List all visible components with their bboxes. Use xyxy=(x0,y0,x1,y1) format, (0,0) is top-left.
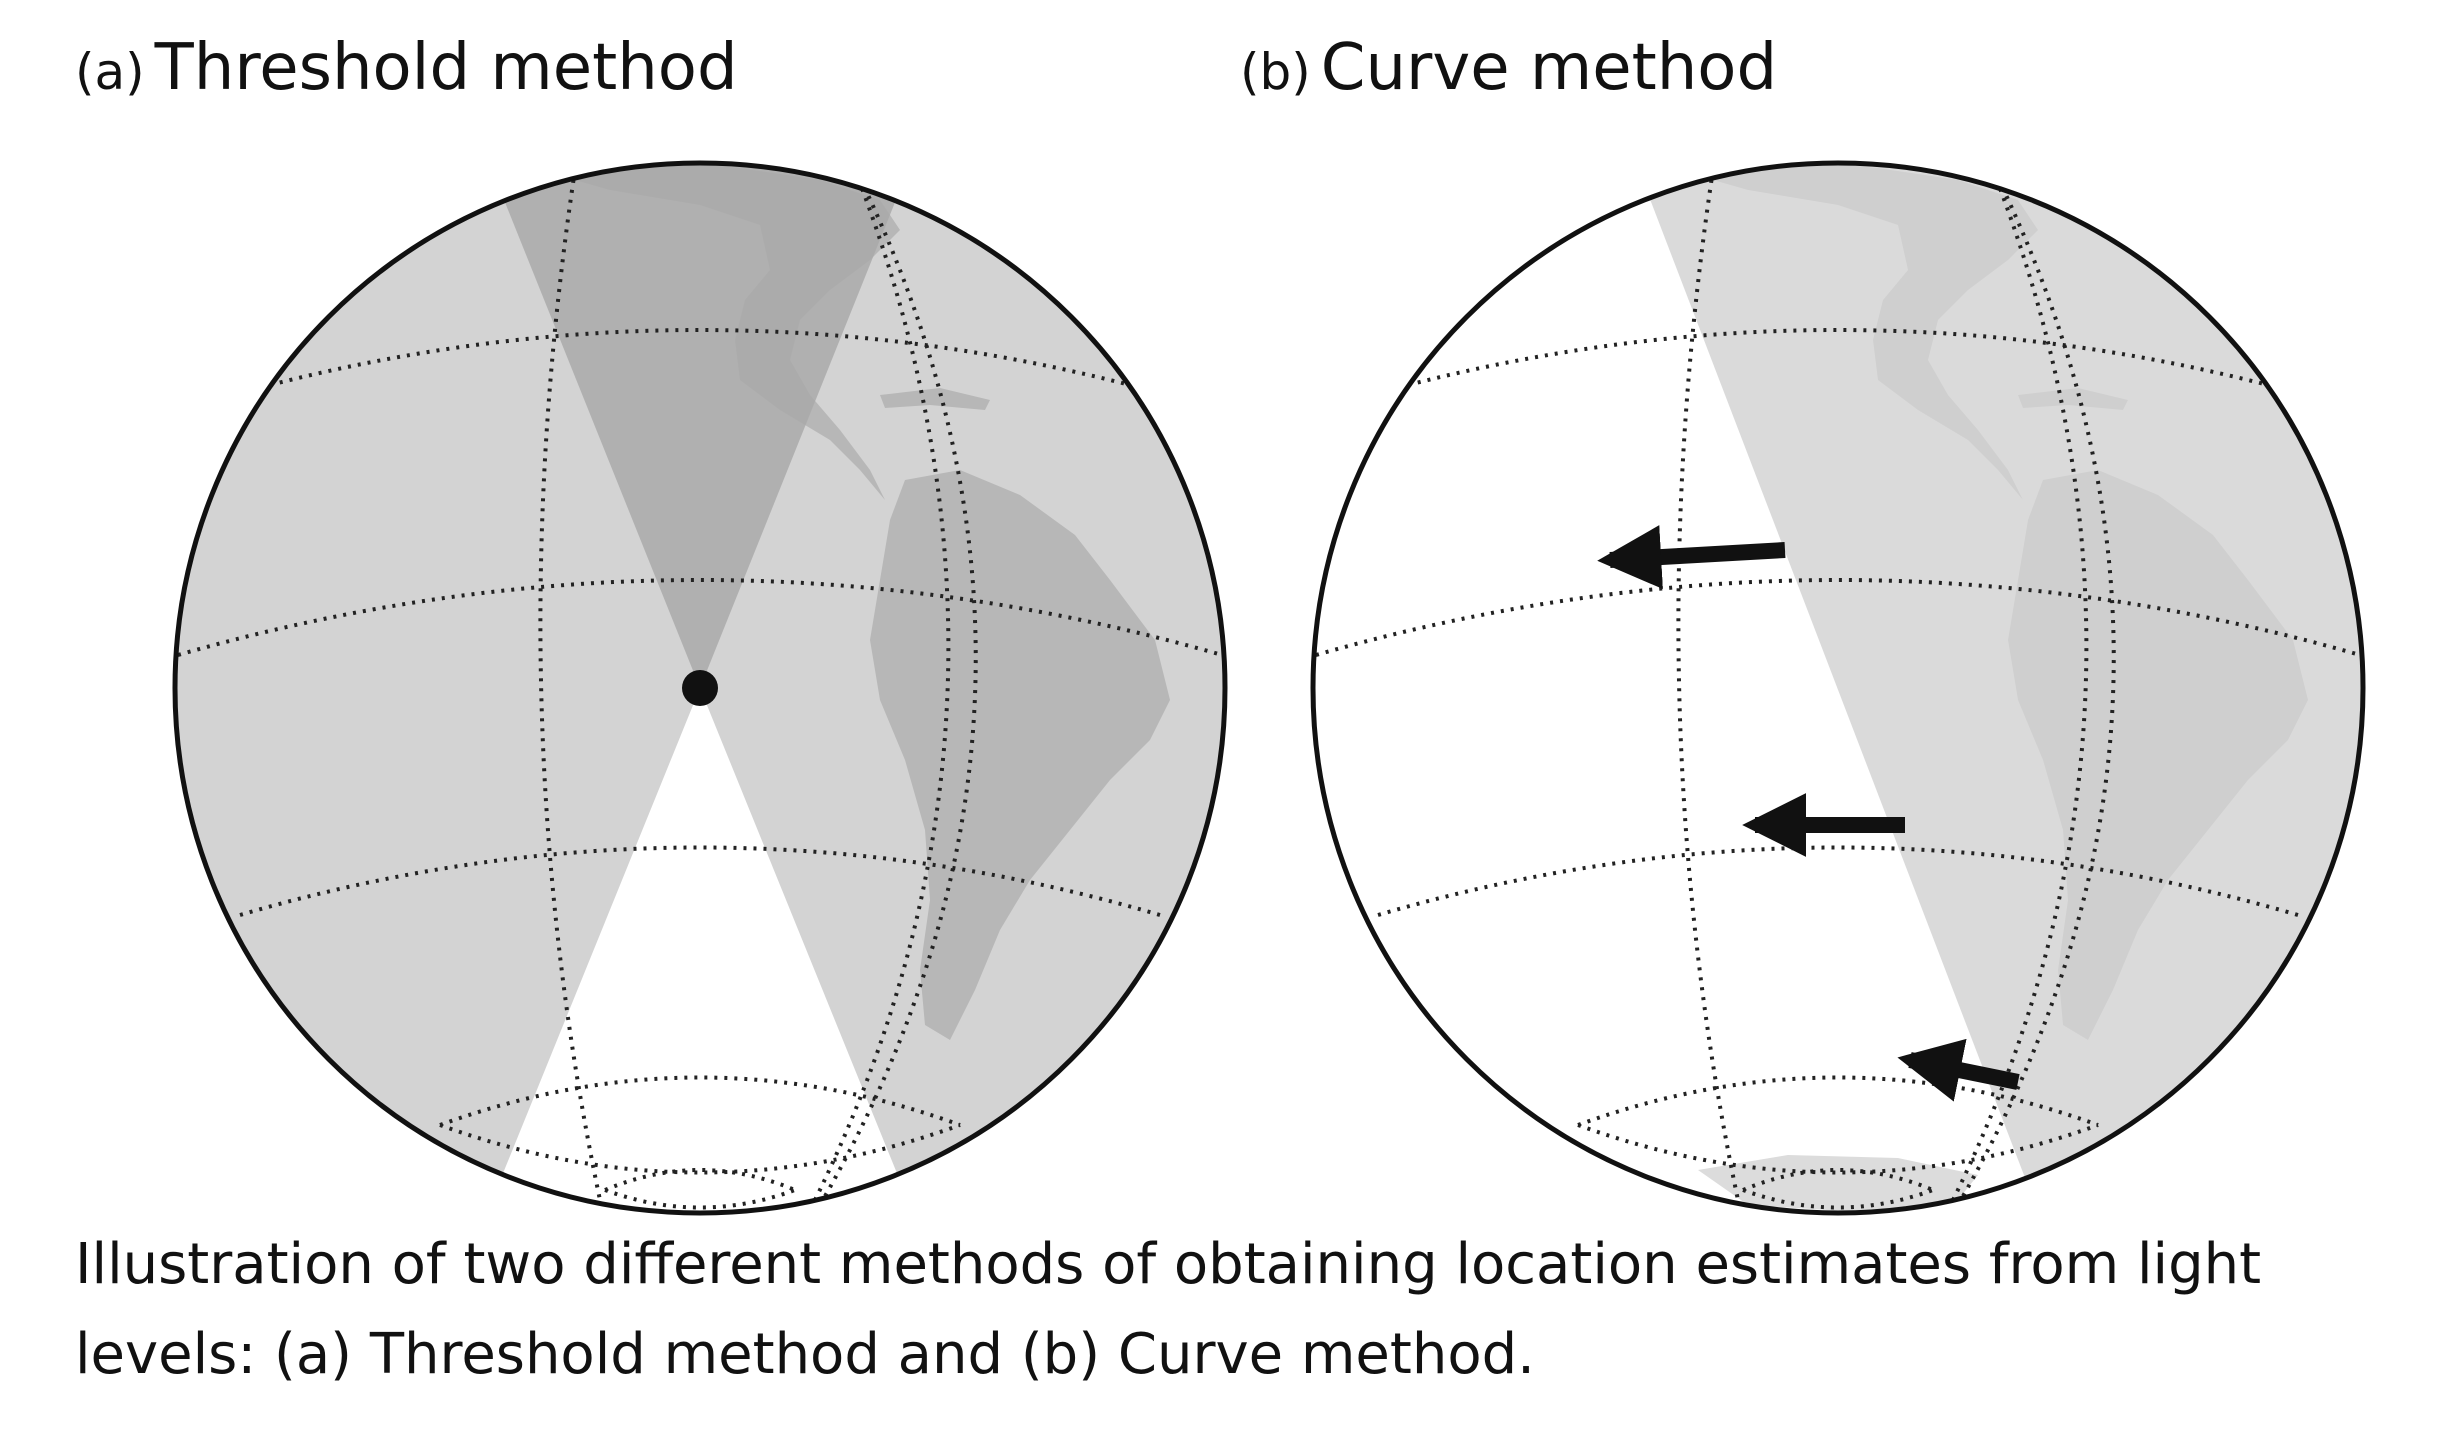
panel-a-tag: (a) xyxy=(75,43,145,101)
daylight-region xyxy=(480,688,920,1213)
night-region xyxy=(1635,163,2363,1213)
caribbean-islands xyxy=(880,388,990,410)
antarctica-land xyxy=(1698,1155,1978,1212)
graticule xyxy=(1315,169,2361,1210)
graticule xyxy=(177,169,1223,1210)
globe-outline xyxy=(1310,160,2366,1216)
globe-curve xyxy=(1310,160,2366,1216)
globe-threshold xyxy=(172,160,1228,1216)
figure-caption: Illustration of two different methods of… xyxy=(75,1232,2262,1387)
overlap-region xyxy=(488,163,912,688)
panel-b-title: Curve method xyxy=(1320,31,1778,105)
panel-a-label: (a)Threshold method xyxy=(75,36,738,100)
panel-b-label: (b)Curve method xyxy=(1240,36,1777,100)
arrow-upper xyxy=(1597,525,1786,590)
location-estimate-dot xyxy=(682,670,718,706)
arrow-lower xyxy=(1897,1038,2020,1102)
globe-outline xyxy=(172,160,1228,1216)
panel-a-title: Threshold method xyxy=(154,31,738,105)
panel-b-tag: (b) xyxy=(1240,43,1311,101)
